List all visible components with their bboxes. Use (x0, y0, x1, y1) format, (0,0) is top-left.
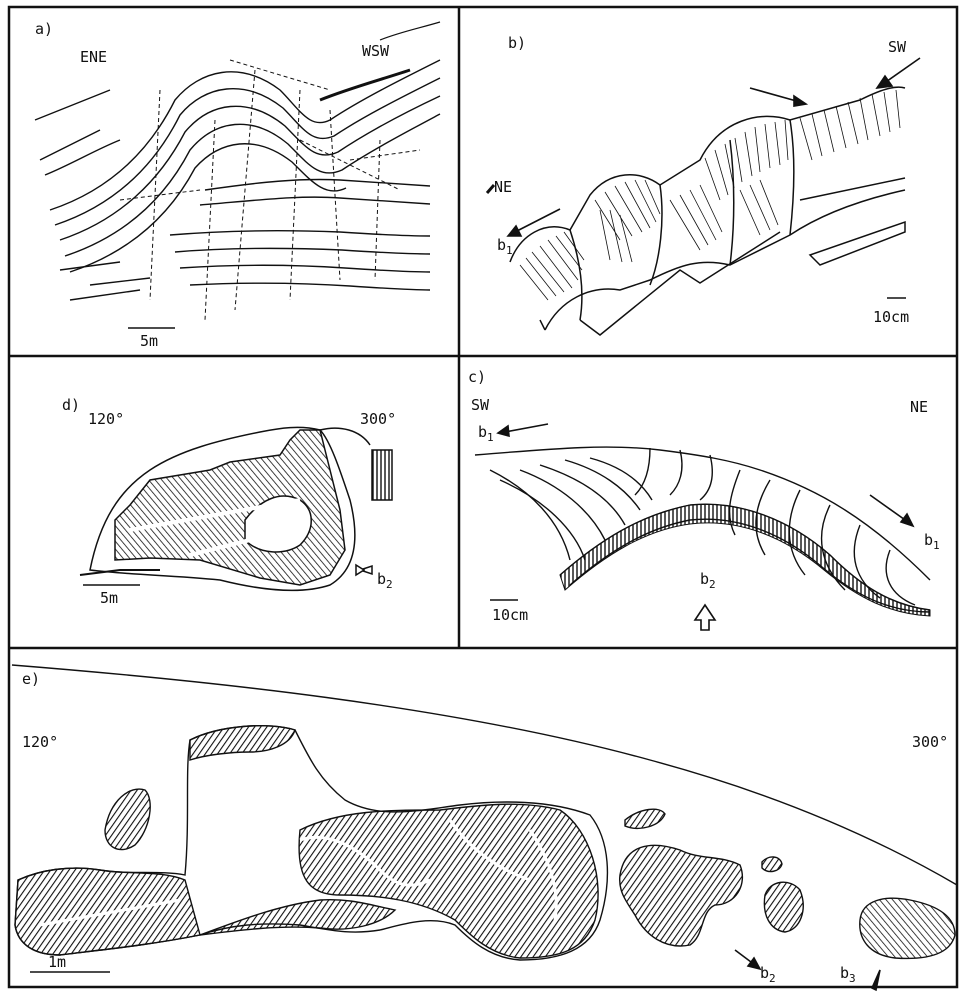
panel-c-letter: c) (468, 370, 486, 385)
panel-a-letter: a) (35, 22, 53, 37)
panel-b-striations (520, 90, 900, 300)
panel-b-axis-label: b1 (497, 238, 513, 256)
panel-c-right-direction: NE (910, 400, 928, 415)
panel-e-arrows (735, 950, 880, 990)
panel-e-axis-b3-label: b3 (840, 966, 856, 984)
panel-a-left-direction: ENE (80, 50, 107, 65)
panel-b-scale-label: 10cm (873, 310, 909, 325)
panel-a-scale-label: 5m (140, 334, 158, 349)
panel-d-right-angle: 300° (360, 412, 396, 427)
panel-e-axis-b2-label: b2 (760, 966, 776, 984)
panel-e-letter: e) (22, 672, 40, 687)
panel-b-drawing (510, 87, 905, 335)
panel-b-left-direction: NE (494, 180, 512, 195)
panel-d-scale-label: 5m (100, 591, 118, 606)
panel-c-arrows (490, 424, 913, 630)
panel-d-left-angle: 120° (88, 412, 124, 427)
panel-d-drawing (80, 427, 392, 590)
panel-a-right-direction: WSW (362, 44, 389, 59)
panel-c-axis-right-label: b1 (924, 533, 940, 551)
panel-c-axis-bottom-label: b2 (700, 572, 716, 590)
panel-c-left-direction: SW (471, 398, 489, 413)
panel-c-hatched-layer (560, 504, 930, 616)
panel-d-axis-label: b2 (377, 572, 393, 590)
panel-b-top-direction: SW (888, 40, 906, 55)
panel-e-left-angle: 120° (22, 735, 58, 750)
panel-c-axis-left-label: b1 (478, 425, 494, 443)
panel-b-letter: b) (508, 36, 526, 51)
panel-e-scale-label: 1m (48, 955, 66, 970)
panel-e-right-angle: 300° (912, 735, 948, 750)
panel-d-letter: d) (62, 398, 80, 413)
panel-c-scale-label: 10cm (492, 608, 528, 623)
panel-e-drawing (12, 665, 957, 972)
